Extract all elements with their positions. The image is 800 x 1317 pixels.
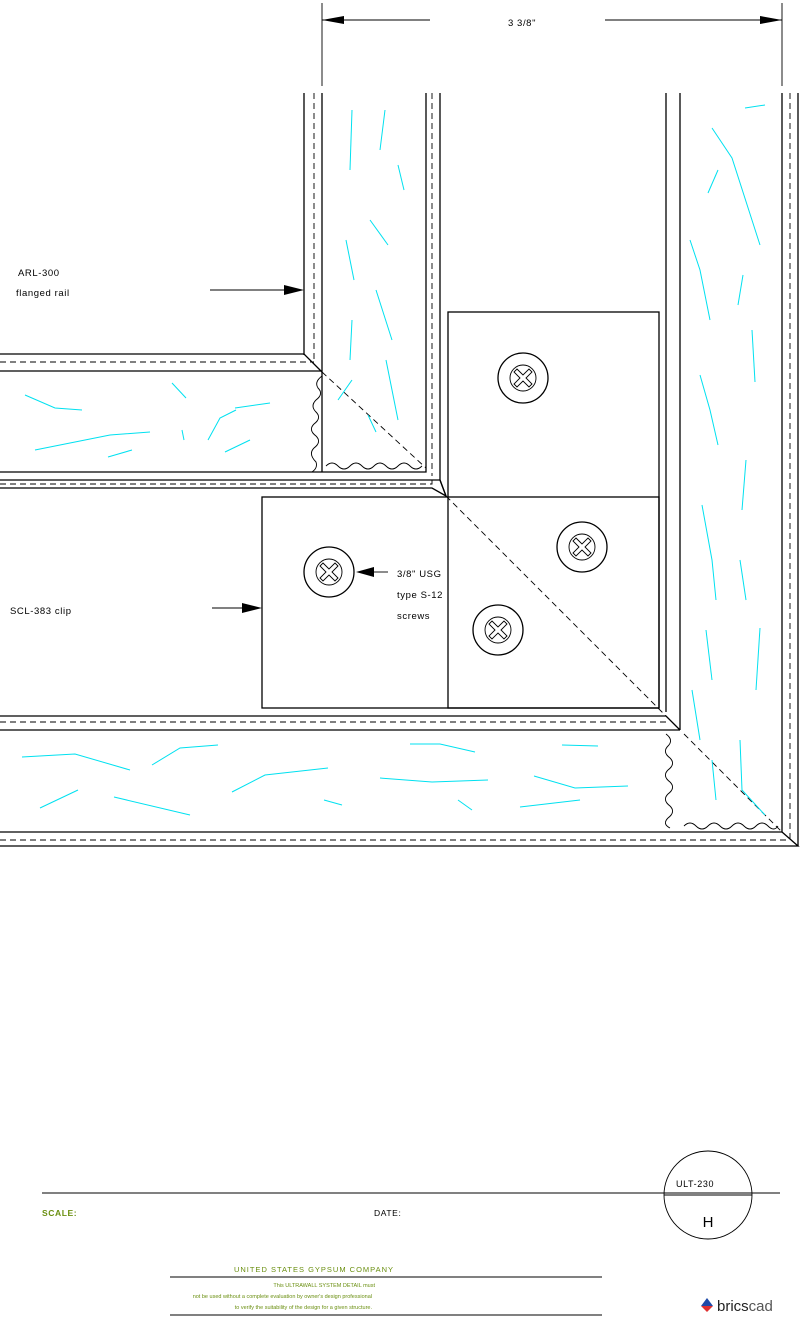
- sheet-letter: H: [703, 1214, 714, 1231]
- label-rail-line1: ARL-300: [18, 268, 60, 279]
- vertical-rail-right: [665, 93, 799, 846]
- clip-plate-upper: [447, 311, 660, 709]
- label-clip: SCL-383 clip: [10, 606, 72, 617]
- disclaimer-line1: This ULTRAWALL SYSTEM DETAIL must: [273, 1283, 375, 1289]
- screw-1: [497, 352, 549, 404]
- scale-label: SCALE:: [42, 1208, 77, 1218]
- leader-screw: [356, 567, 388, 577]
- label-screw-line2: type S-12: [397, 590, 443, 601]
- label-rail-line2: flanged rail: [16, 288, 70, 299]
- insulation-hatch: [21, 104, 766, 816]
- dimension-arrow-right: [760, 16, 782, 24]
- dimension-arrow-left: [322, 16, 344, 24]
- company-name: UNITED STATES GYPSUM COMPANY: [234, 1265, 394, 1274]
- label-screw-line1: 3/8" USG: [397, 569, 442, 580]
- miter-line-lower: [683, 733, 783, 833]
- miter-line-middle: [445, 495, 681, 731]
- title-block: SCALE: DATE: ULT-230 H UNITED STATES GYP…: [42, 1150, 780, 1316]
- disclaimer-line2: not be used without a complete evaluatio…: [193, 1294, 372, 1300]
- vertical-rail-left: [0, 93, 441, 480]
- screw-4: [472, 604, 524, 656]
- detail-number: ULT-230: [676, 1179, 714, 1189]
- screw-3: [303, 546, 355, 598]
- date-label: DATE:: [374, 1208, 401, 1218]
- disclaimer-line3: to verify the suitability of the design …: [235, 1305, 373, 1311]
- clip-plate-lower: [261, 496, 660, 709]
- dimension-label: 3 3/8": [508, 18, 536, 29]
- bricscad-logo: bricscad: [701, 1298, 773, 1315]
- brand-mark-icon: [701, 1298, 713, 1306]
- leader-rail: [210, 285, 304, 295]
- label-screw-line3: screws: [397, 611, 430, 622]
- horizontal-rail-bottom: [0, 715, 800, 847]
- leader-clip: [212, 603, 262, 613]
- miter-line-upper: [321, 371, 427, 469]
- dimension-group: 3 3/8": [321, 3, 783, 86]
- brand-name-part1: brics: [717, 1298, 749, 1315]
- board-break-edges: [311, 375, 779, 830]
- screw-2: [556, 521, 608, 573]
- brand-name-part2: cad: [749, 1298, 773, 1315]
- brand-name: bricscad: [717, 1298, 773, 1315]
- horizontal-rail-middle: [0, 476, 448, 498]
